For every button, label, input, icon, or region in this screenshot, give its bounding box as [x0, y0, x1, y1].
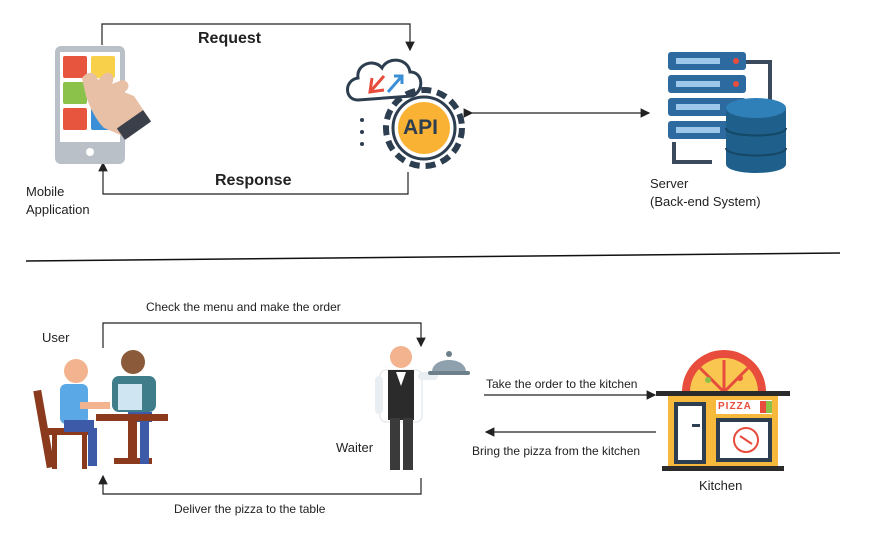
take-order-label: Take the order to the kitchen: [486, 377, 638, 391]
kitchen-label: Kitchen: [699, 478, 743, 493]
api-label: API: [403, 116, 439, 139]
request-label: Request: [198, 30, 262, 47]
check-menu-label: Check the menu and make the order: [146, 300, 341, 314]
users-at-table-icon: [33, 350, 168, 469]
bring-pizza-label: Bring the pizza from the kitchen: [472, 444, 641, 458]
request-arrow: [101, 23, 415, 52]
order-arrow: [102, 322, 426, 348]
mobile-app-icon: [55, 46, 152, 164]
section-divider: [25, 252, 841, 262]
server-icon: [668, 52, 787, 173]
api-icon: [346, 58, 465, 169]
response-label: Response: [215, 172, 292, 189]
server-label-line2: (Back-end System): [650, 194, 761, 209]
pizza-sign: PIZZA: [718, 401, 752, 412]
waiter-label: Waiter: [336, 440, 374, 455]
server-label-line1: Server: [650, 176, 689, 191]
mobile-label-line1: Mobile: [26, 184, 65, 199]
user-label: User: [42, 330, 70, 345]
deliver-arrow: [98, 474, 422, 495]
mobile-label-line2: Application: [26, 202, 90, 217]
kitchen-icon: [656, 350, 790, 471]
deliver-label: Deliver the pizza to the table: [174, 502, 326, 516]
waiter-icon: [375, 346, 470, 470]
response-arrow: [98, 161, 409, 195]
